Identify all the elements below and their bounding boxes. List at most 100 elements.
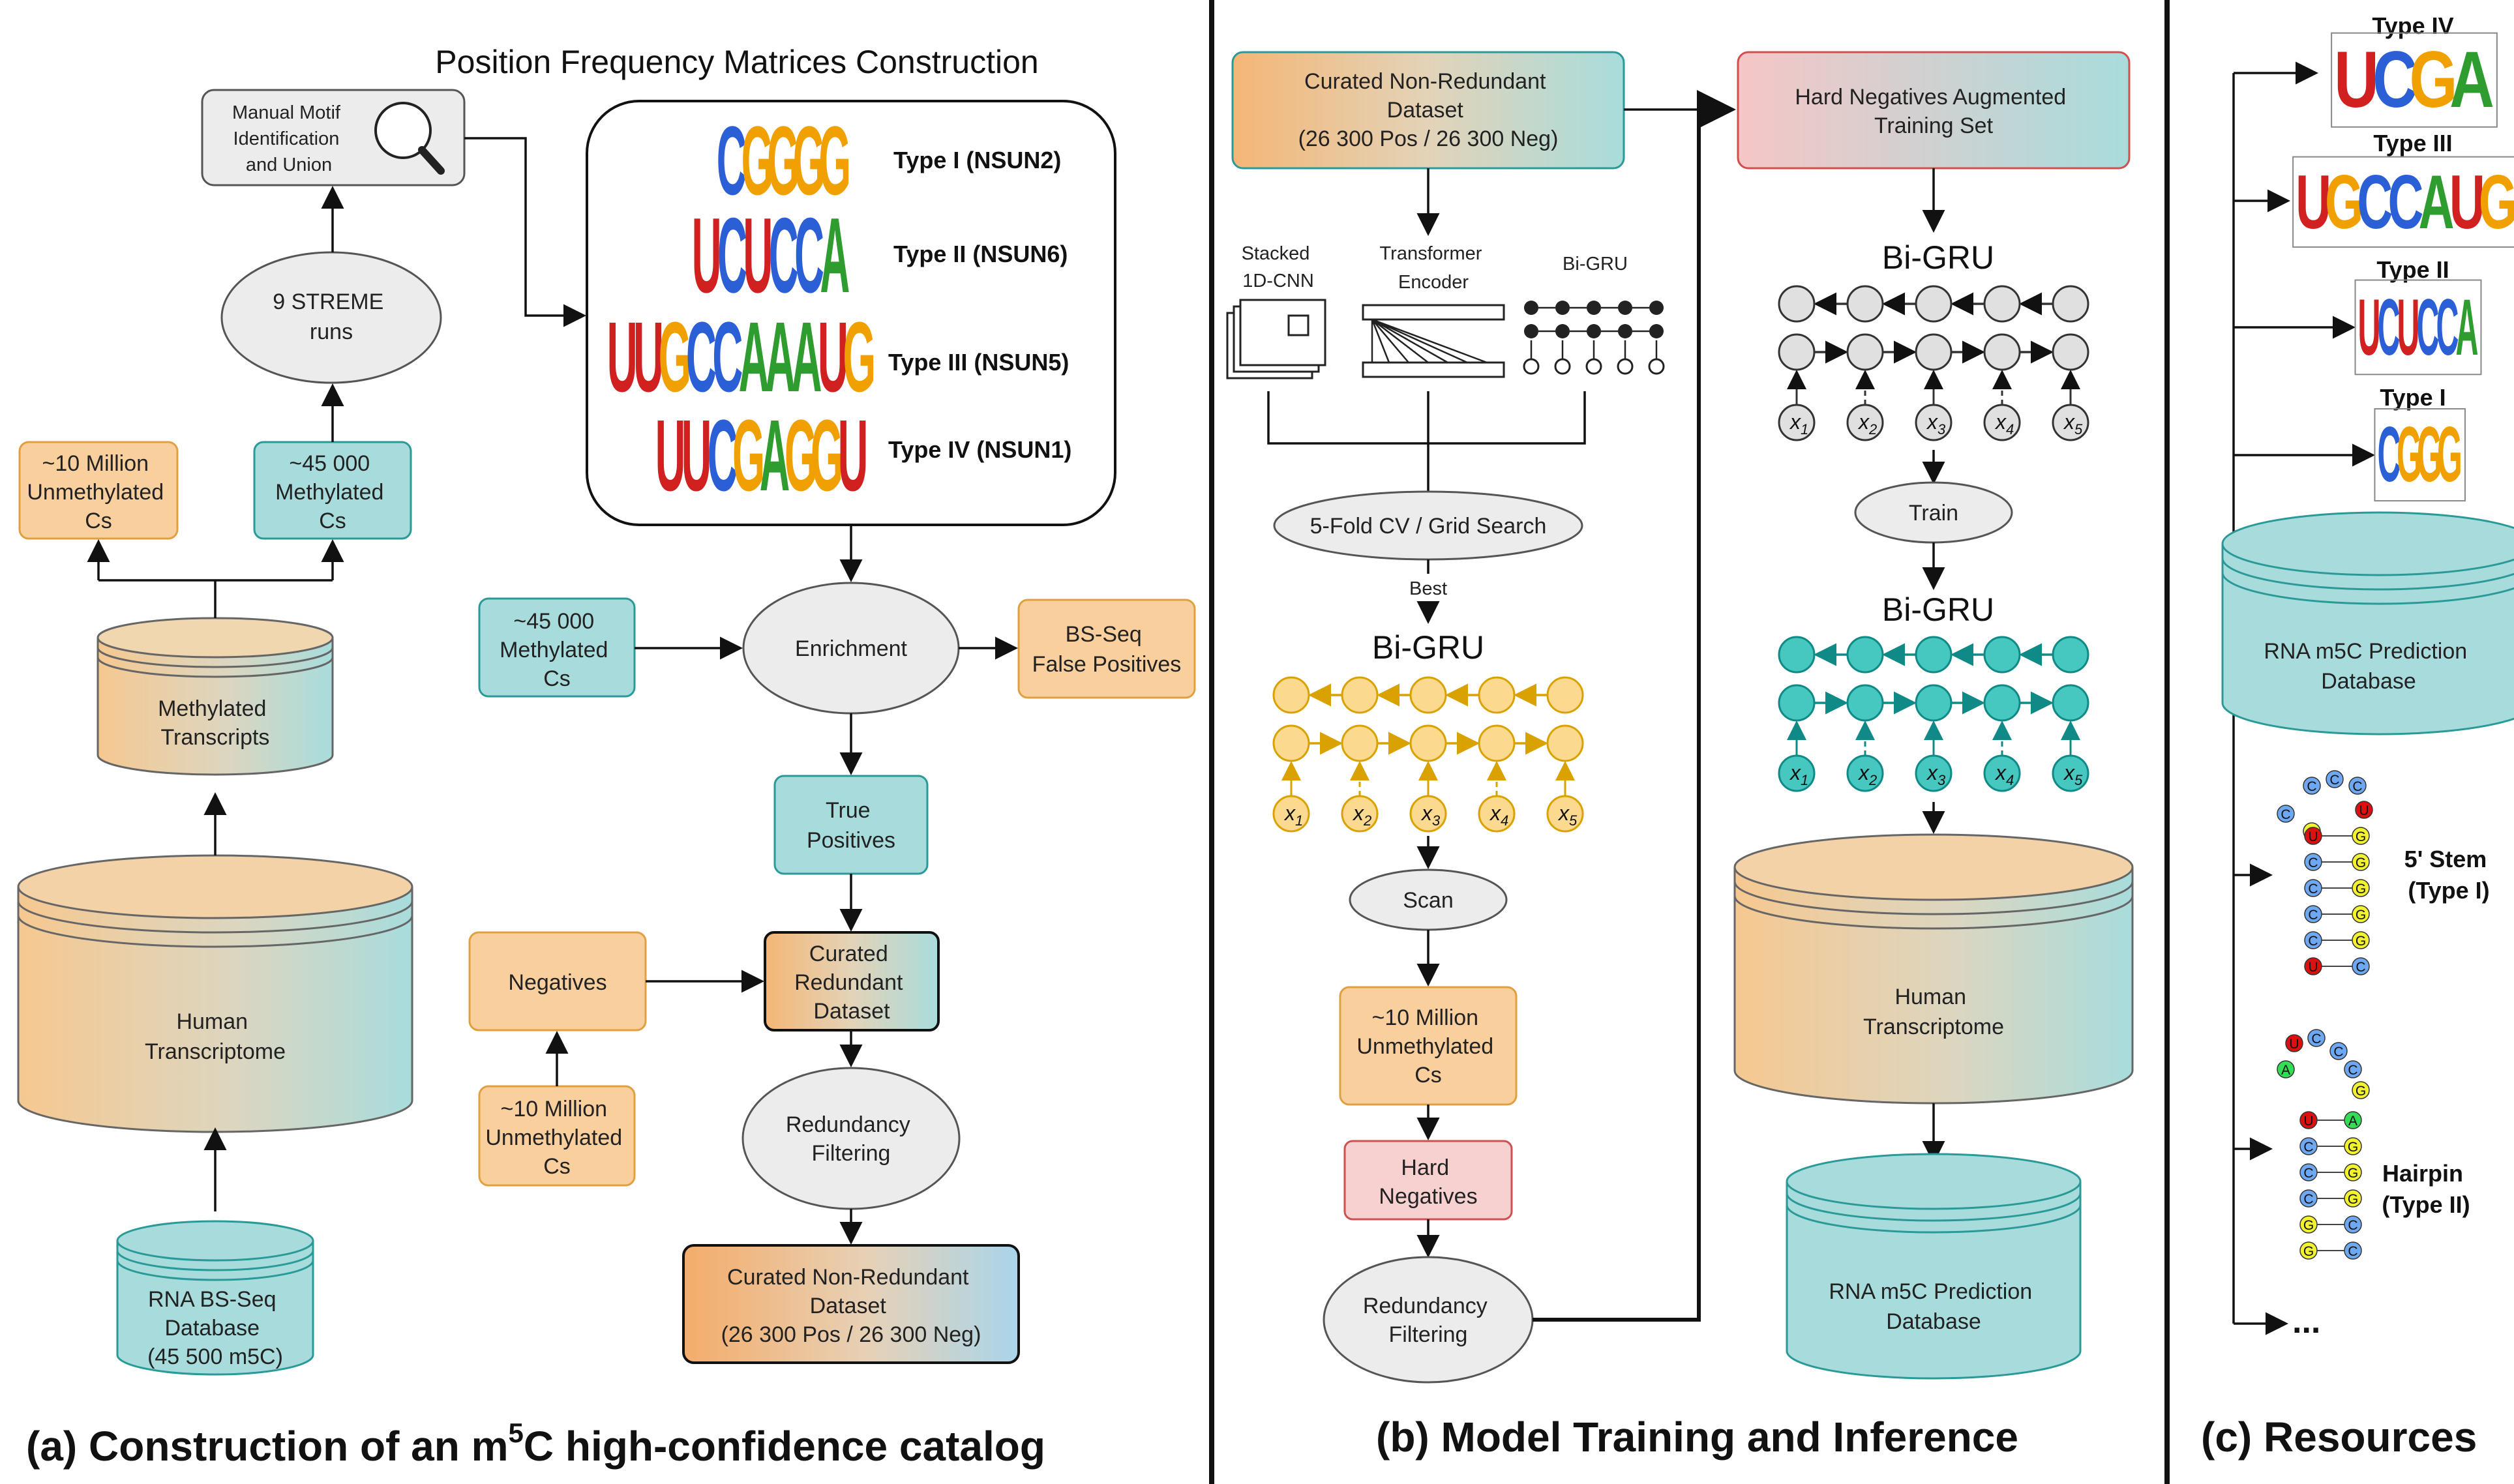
train-label: Train (1909, 501, 1958, 526)
logo-letter: A (739, 301, 770, 412)
bsseq-fp-label: BS-Seq False Positives (1032, 622, 1182, 677)
rna-base (2299, 1163, 2318, 1181)
curated-nonredundant-box (682, 1244, 1020, 1364)
mini-gru-node (1649, 301, 1664, 315)
rna-structures: CCCUCGUGCGCGCGCGUCUCCCGAUACGCGCGGCGC (2277, 770, 2373, 1260)
gru-input-label: x4 (1994, 761, 2014, 788)
logo-letter: C (2377, 411, 2401, 498)
rna-base-letter: C (2348, 1218, 2357, 1233)
mini-gru-node (1618, 301, 1632, 315)
mini-gru-node (1649, 324, 1664, 338)
rna-base-letter: G (2356, 908, 2366, 923)
hn-training-label: Hard Negatives Augmented Training Set (1795, 85, 2072, 138)
rna-base (2304, 879, 2322, 897)
rna-base-letter: C (2348, 1244, 2357, 1259)
curated-nonredundant-label: Curated Non-Redundant Dataset (26 300 Po… (721, 1265, 981, 1347)
logo-letter: G (741, 107, 774, 216)
logo-letter: G (2417, 411, 2442, 498)
b-redundancy-ellipse (1323, 1256, 1534, 1384)
pfm-type-4-label: Type IV (NSUN1) (888, 436, 1071, 463)
gru-input-label: x2 (1857, 410, 1877, 438)
rna-base (2326, 770, 2344, 788)
gru-input-node (1983, 754, 2021, 792)
rna-base-letter: G (2348, 1192, 2358, 1207)
mini-gru-node (1524, 324, 1538, 338)
c-prediction-db-cylinder (2221, 511, 2514, 735)
rna-base (2304, 957, 2322, 975)
b-transcriptome-label: Human Transcriptome (1863, 985, 2004, 1039)
logo-letter: G (818, 107, 851, 216)
rna-base (2344, 1163, 2362, 1181)
rna-base (2348, 777, 2367, 795)
gru-input-node (1478, 795, 1516, 833)
rna-base-letter: C (2303, 1166, 2313, 1181)
panel-a: (a) Construction of an m5C high-confiden… (17, 44, 1196, 1470)
gru-node (1409, 676, 1447, 714)
b-prediction-db-label: RNA m5C Prediction Database (1829, 1279, 2038, 1334)
gru-node (1778, 636, 1816, 674)
true-positives-label: True Positives (807, 798, 895, 853)
rna-base-letter: G (2356, 855, 2366, 870)
gru-input-node (1546, 795, 1584, 833)
logo-letter: C (2436, 283, 2459, 372)
gru-input-node (1778, 404, 1816, 441)
logo-letter: C (708, 399, 738, 512)
rna-base-letter: C (2303, 1192, 2313, 1207)
hard-negatives-label: Hard Negatives (1379, 1155, 1477, 1209)
rna-base-letter: A (2281, 1063, 2290, 1078)
gru-node (1341, 724, 1379, 762)
gru-input-node (2052, 404, 2089, 441)
logo-letter: U (2334, 36, 2379, 125)
gru-node (1983, 285, 2021, 323)
gru-node (1546, 676, 1584, 714)
gru-node (1778, 285, 1816, 323)
mini-gru-node (1587, 324, 1601, 338)
logo-frame (2331, 32, 2498, 128)
rna-base (2344, 1060, 2362, 1078)
rna-base (2304, 905, 2322, 923)
arrow-to-pfm (464, 137, 586, 327)
pfm-title: Position Frequency Matrices Construction (435, 44, 1038, 80)
logo-letter: A (760, 399, 790, 512)
rna-base (2299, 1111, 2318, 1129)
rna-base (2299, 1189, 2318, 1208)
logo-letter: G (793, 107, 826, 216)
logo-letter: C (2417, 283, 2440, 372)
pfm-type-3-label: Type III (NSUN5) (888, 349, 1069, 376)
rna-base (2352, 853, 2370, 871)
mini-gru-input (1648, 358, 1665, 375)
mini-gru-node (1555, 301, 1570, 315)
logo-letter: A (765, 301, 796, 412)
gru-node (1915, 636, 1953, 674)
gru-node (1915, 333, 1953, 371)
b-redundancy-label: Redundancy Filtering (1363, 1294, 1493, 1347)
b-unmethylated-label: ~10 Million Unmethylated Cs (1356, 1005, 1499, 1088)
gru-node (1409, 724, 1447, 762)
split-line (98, 579, 333, 618)
logo-letter: U (2358, 283, 2381, 372)
rna-base (2344, 1241, 2362, 1260)
gru-node (1846, 333, 1884, 371)
rna-stem-structure: CCCUCGUGCGCGCGCGUC (2277, 770, 2373, 975)
logo-letter: U (607, 301, 638, 412)
b-curated-label: Curated Non-Redundant Dataset (26 300 Po… (1298, 69, 1559, 151)
panel-b: (b) Model Training and Inference Curated… (1226, 51, 2134, 1461)
unmethylated-label: ~10 Million Unmethylated Cs (27, 451, 170, 533)
rna-base (2277, 805, 2295, 823)
gru-input-label: x5 (2063, 761, 2083, 788)
logo-letter: C (2372, 36, 2417, 125)
manual-motif-label: Manual Motif Identification and Union (232, 102, 346, 175)
gru-node (1546, 724, 1584, 762)
rna-base-letter: C (2308, 855, 2318, 870)
rna-base (2299, 1241, 2318, 1260)
bsseq-fp-box (1017, 599, 1196, 699)
gru-input-node (1983, 404, 2021, 441)
panel-b-caption: (b) Model Training and Inference (1376, 1414, 2018, 1461)
rna-base-letter: U (2303, 1114, 2313, 1129)
gru-input-label: x5 (2063, 410, 2083, 438)
methylated-transcripts-label: Methylated Transcripts (158, 696, 273, 750)
rna-base-letter: G (2356, 882, 2366, 897)
